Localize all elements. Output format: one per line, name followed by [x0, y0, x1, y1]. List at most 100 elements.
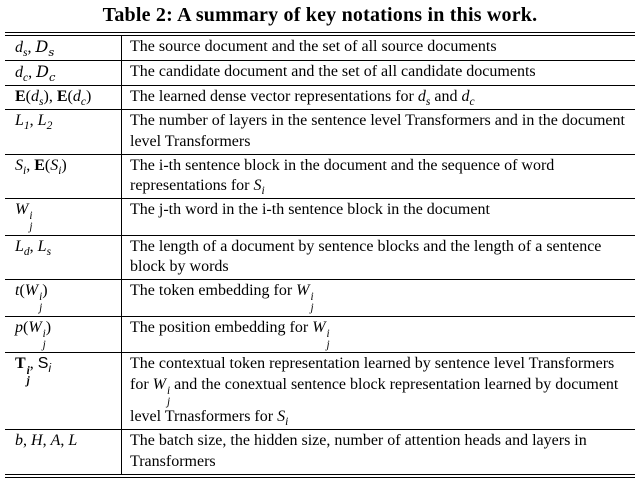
- text-run: ,: [29, 237, 38, 255]
- text-run: The token embedding for: [130, 282, 297, 300]
- text-run: and the conextual sentence block represe…: [130, 375, 619, 426]
- text-run: t: [15, 282, 20, 300]
- text-run: Dc: [36, 62, 56, 85]
- text-run: ,: [29, 355, 38, 373]
- text-run: ): [85, 88, 92, 106]
- text-run: ): [61, 156, 67, 174]
- bottom-double-rule: [5, 473, 635, 478]
- text-run: The i-th sentence block in the document …: [130, 156, 555, 194]
- text-run: dc: [461, 88, 475, 109]
- text-run: (: [25, 88, 31, 106]
- description-cell: The j-th word in the i-th sentence block…: [121, 198, 635, 236]
- description-cell: The i-th sentence block in the document …: [121, 153, 635, 199]
- text-run: ds: [31, 88, 44, 109]
- text-run: The length of a document by sentence blo…: [130, 237, 602, 275]
- text-run: The position embedding for: [130, 318, 313, 336]
- description-cell: The learned dense vector representations…: [121, 85, 635, 110]
- text-run: The source document and the set of all s…: [130, 38, 497, 55]
- text-run: E: [56, 88, 68, 106]
- text-run: L1: [15, 112, 30, 133]
- text-run: (: [67, 88, 73, 106]
- table-row: ds, Ds The source document and the set of…: [5, 36, 635, 61]
- table-caption: Table 2: A summary of key notations in t…: [102, 4, 538, 26]
- text-run: ,: [42, 432, 51, 450]
- symbol-cell: Ld, Ls: [5, 234, 122, 280]
- description-cell: The contextual token representation lear…: [121, 352, 635, 430]
- text-run: ): [43, 88, 49, 106]
- text-run: The j-th word in the i-th sentence block…: [130, 201, 490, 219]
- symbol-cell: dc, Dc: [5, 60, 122, 86]
- description-cell: The length of a document by sentence blo…: [121, 234, 635, 280]
- text-run: ds: [15, 39, 28, 60]
- table-row: Si, E(Si)The i-th sentence block in the …: [5, 153, 635, 199]
- text-run: H: [31, 432, 43, 450]
- text-run: E: [15, 88, 26, 106]
- table-row: L1, L2 The number of layers in the senten…: [5, 109, 635, 155]
- description-cell: The source document and the set of all s…: [122, 36, 636, 61]
- text-run: b: [15, 432, 23, 450]
- text-run: (: [23, 318, 29, 336]
- symbol-cell: ds, Ds: [5, 36, 122, 61]
- text-run: ): [45, 318, 52, 336]
- text-run: Ds: [35, 37, 55, 60]
- text-run: ,: [28, 64, 37, 82]
- text-run: A: [50, 432, 61, 450]
- text-run: The batch size, the hidden size, number …: [130, 432, 587, 470]
- text-run: dc: [15, 64, 29, 85]
- text-run: The candidate document and the set of al…: [130, 63, 536, 81]
- notation-table-body: ds, Ds The source document and the set of…: [5, 36, 635, 474]
- text-run: Si: [253, 176, 265, 198]
- text-run: ds: [417, 88, 431, 109]
- description-cell: The candidate document and the set of al…: [121, 60, 635, 86]
- table-row: b, H, A, L The batch size, the hidden siz…: [5, 429, 635, 474]
- description-cell: The number of layers in the sentence lev…: [121, 109, 635, 155]
- text-run: ,: [60, 432, 69, 450]
- text-run: L2: [37, 112, 53, 133]
- text-run: Si: [277, 408, 289, 429]
- text-run: The number of layers in the sentence lev…: [130, 112, 625, 150]
- description-cell: The batch size, the hidden size, number …: [121, 429, 635, 474]
- text-run: L: [68, 432, 78, 450]
- top-double-rule: [5, 32, 635, 36]
- text-run: The learned dense vector representations…: [130, 88, 418, 106]
- text-run: ): [42, 282, 48, 300]
- text-run: (: [19, 282, 25, 300]
- text-run: E: [34, 156, 45, 174]
- text-run: Ls: [37, 237, 52, 258]
- notation-table: ds, Ds The source document and the set of…: [5, 36, 635, 474]
- text-run: ,: [48, 88, 57, 106]
- symbol-cell: Si, E(Si): [5, 153, 122, 199]
- text-run: ,: [23, 432, 31, 450]
- text-run: dc: [72, 88, 86, 109]
- text-run: (: [44, 156, 51, 174]
- text-run: Si: [15, 156, 27, 177]
- text-run: The contextual token representation lear…: [130, 355, 615, 393]
- table-row: E(ds), E(dc)The learned dense vector rep…: [5, 85, 635, 110]
- text-run: p: [15, 318, 23, 336]
- text-run: ,: [29, 112, 38, 130]
- text-run: Ld: [15, 237, 30, 258]
- text-run: ,: [27, 39, 36, 56]
